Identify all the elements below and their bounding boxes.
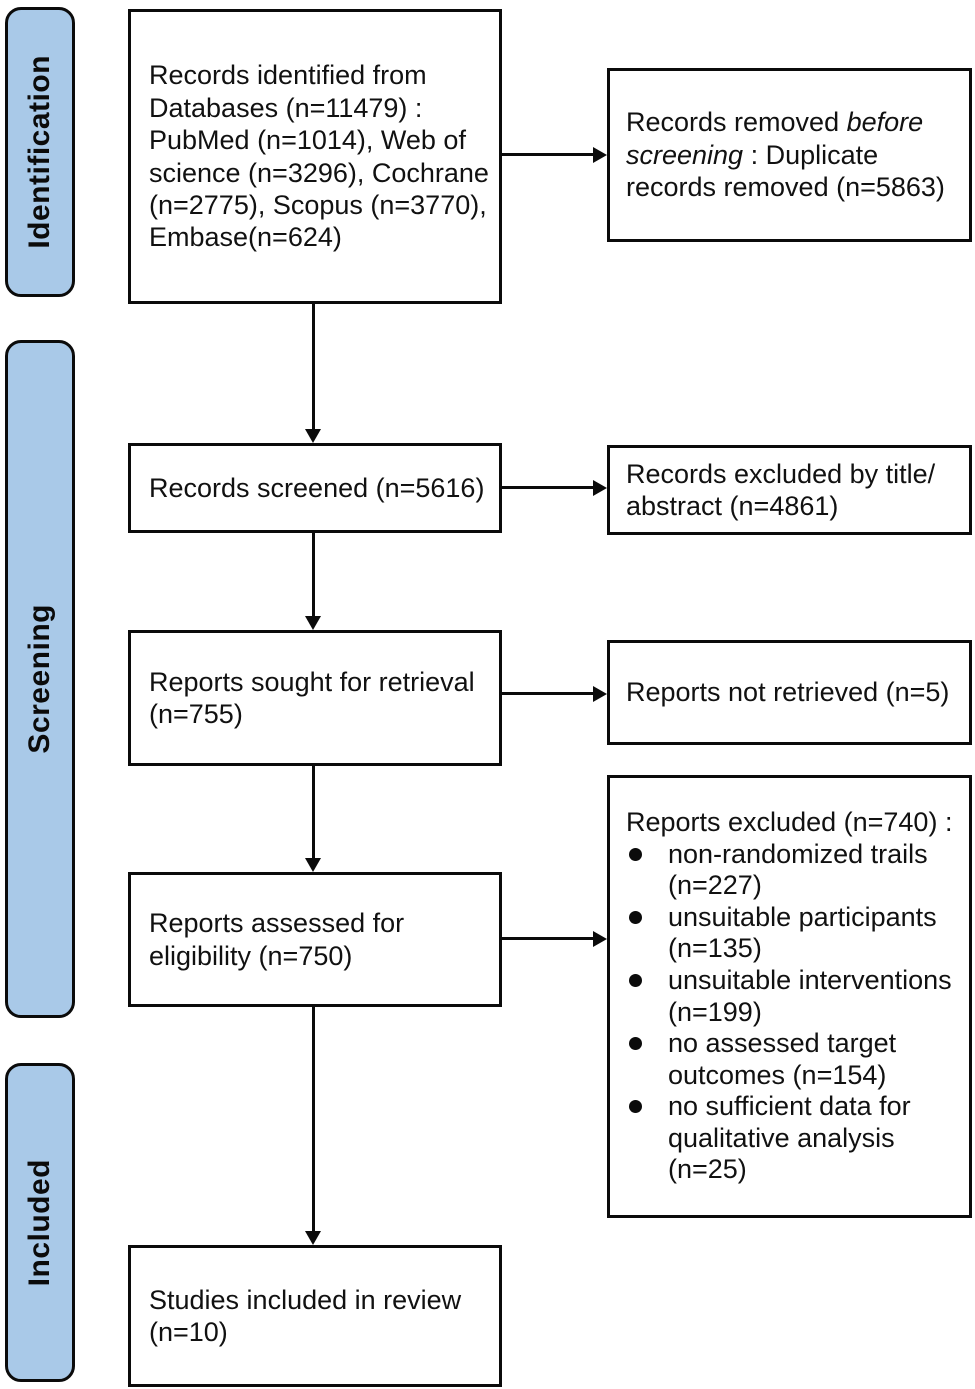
arrow-line [502, 692, 594, 695]
reports-excluded-item-text: no assessed target outcomes (n=154) [668, 1028, 897, 1090]
box-studies-included: Studies included in review (n=10) [128, 1245, 502, 1387]
arrowhead-down-icon [305, 1231, 321, 1245]
studies-included-text: Studies included in review (n=10) [149, 1284, 462, 1347]
bullet-icon [629, 910, 642, 924]
arrowhead-down-icon [305, 616, 321, 630]
arrow-line [502, 486, 594, 489]
reports-excluded-item-text: non-randomized trails (n=227) [668, 838, 928, 901]
arrowhead-right-icon [593, 480, 607, 496]
arrow-line [502, 937, 594, 940]
stage-label-identification: Identification [23, 55, 56, 249]
box-records-screened: Records screened (n=5616) [128, 443, 502, 533]
arrowhead-right-icon [593, 931, 607, 947]
box-records-removed: Records removed before screening : Dupli… [607, 68, 972, 242]
arrow-line [312, 304, 315, 429]
arrowhead-right-icon [593, 147, 607, 163]
list-item: unsuitable interventions (n=199) [626, 965, 961, 1028]
reports-sought-text: Reports sought for retrieval (n=755) [149, 666, 475, 729]
reports-excluded-item-text: unsuitable participants (n=135) [668, 901, 937, 964]
arrowhead-down-icon [305, 429, 321, 443]
arrow-line [502, 153, 594, 156]
reports-assessed-text: Reports assessed for eligibility (n=750) [149, 908, 405, 971]
arrow-line [312, 1007, 315, 1231]
box-reports-not-retrieved: Reports not retrieved (n=5) [607, 640, 972, 745]
reports-not-retrieved-text: Reports not retrieved (n=5) [626, 677, 950, 708]
arrowhead-down-icon [305, 858, 321, 872]
box-reports-excluded: Reports excluded (n=740) : non-randomize… [607, 775, 972, 1218]
reports-excluded-item-text: unsuitable interventions (n=199) [668, 964, 952, 1027]
stage-bar-included: Included [5, 1063, 75, 1382]
arrowhead-right-icon [593, 686, 607, 702]
reports-excluded-content: Reports excluded (n=740) : non-randomize… [610, 803, 969, 1190]
stage-label-screening: Screening [23, 604, 56, 754]
records-screened-text: Records screened (n=5616) [149, 472, 485, 503]
list-item: unsuitable participants (n=135) [626, 902, 961, 965]
box-reports-assessed: Reports assessed for eligibility (n=750) [128, 872, 502, 1007]
stage-bar-screening: Screening [5, 340, 75, 1018]
records-excluded-text: Records excluded by title/ abstract (n=4… [626, 458, 936, 521]
reports-excluded-list: non-randomized trails (n=227) unsuitable… [626, 839, 961, 1186]
arrow-line [312, 533, 315, 616]
records-removed-text: Records removed before screening : Dupli… [610, 102, 969, 207]
bullet-icon [629, 1037, 642, 1051]
records-identified-text: Records identified from Databases (n=114… [149, 60, 489, 253]
stage-bar-identification: Identification [5, 7, 75, 297]
stage-label-included: Included [23, 1158, 56, 1287]
arrow-line [312, 766, 315, 858]
reports-excluded-item-text: no sufficient data for qualitative analy… [668, 1091, 911, 1185]
bullet-icon [629, 1100, 642, 1114]
box-reports-sought: Reports sought for retrieval (n=755) [128, 630, 502, 766]
reports-excluded-heading: Reports excluded (n=740) : [626, 807, 953, 838]
list-item: no assessed target outcomes (n=154) [626, 1028, 961, 1091]
records-removed-text-after: : Duplicate records removed (n=5863) [626, 139, 945, 203]
records-removed-text-italic: before screening [626, 107, 924, 170]
list-item: no sufficient data for qualitative analy… [626, 1091, 961, 1186]
bullet-icon [629, 973, 642, 987]
list-item: non-randomized trails (n=227) [626, 839, 961, 902]
box-records-identified: Records identified from Databases (n=114… [128, 9, 502, 304]
records-removed-text-before: Records removed [626, 107, 847, 138]
bullet-icon [629, 847, 642, 861]
box-records-excluded: Records excluded by title/ abstract (n=4… [607, 445, 972, 535]
